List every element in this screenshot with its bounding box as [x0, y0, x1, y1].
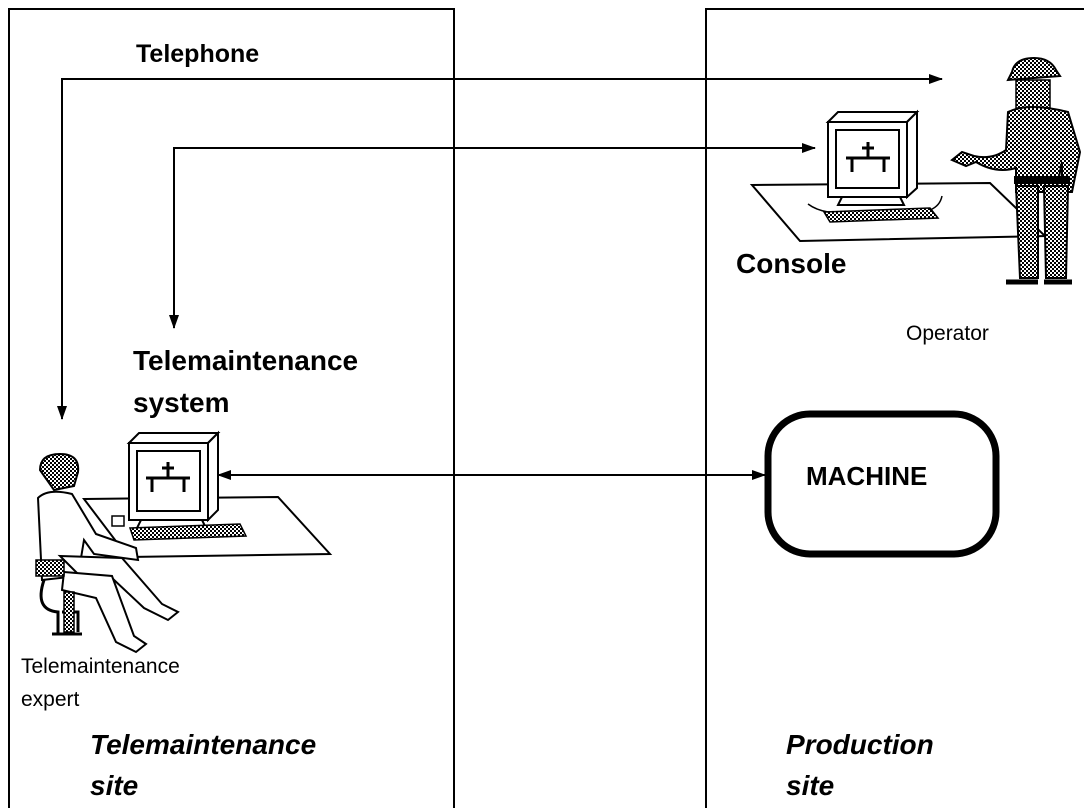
console-link-arrow	[169, 143, 816, 329]
expert-label-line2: expert	[21, 688, 80, 711]
expert-label-line1: Telemaintenance	[21, 655, 180, 678]
production-site-label-line2: site	[786, 770, 835, 801]
telephone-link-arrow	[57, 74, 943, 420]
console-label: Console	[736, 248, 847, 279]
telemaintenance-site-label-line2: site	[90, 770, 139, 801]
telemaintenance-system-label-line2: system	[133, 387, 230, 418]
computer-workstation-icon	[82, 430, 333, 559]
console-computer-icon	[749, 109, 1048, 243]
telephone-label: Telephone	[136, 40, 260, 68]
machine-label: MACHINE	[806, 461, 928, 491]
seated-expert-icon	[35, 452, 180, 654]
telemaintenance-system-label-line1: Telemaintenance	[133, 345, 359, 376]
standing-operator-icon	[950, 56, 1082, 285]
telemaintenance-site-label-line1: Telemaintenance	[90, 729, 317, 760]
machine-box	[764, 410, 1000, 558]
operator-label: Operator	[906, 322, 989, 345]
production-site-label-line1: Production	[786, 729, 934, 760]
